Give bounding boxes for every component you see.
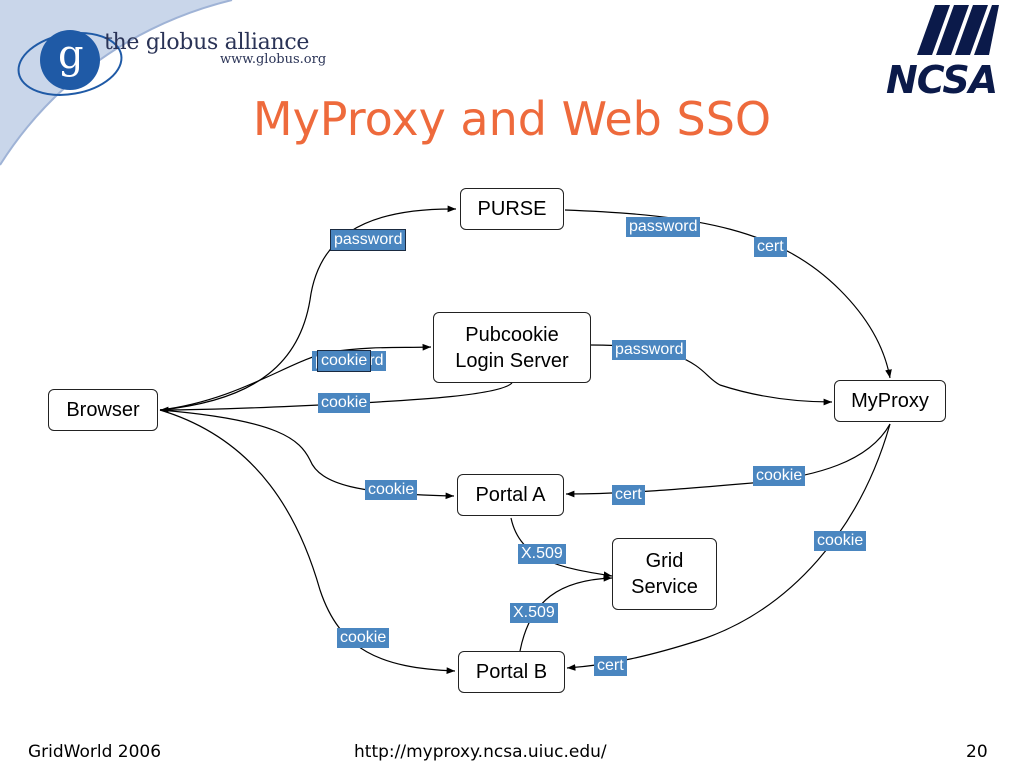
edge-browser-purse	[159, 205, 457, 411]
label-myproxy-portal-b-cert: cert	[594, 656, 627, 676]
edge-purse-myproxy	[564, 209, 892, 379]
footer-url[interactable]: http://myproxy.ncsa.uiuc.edu/	[354, 742, 607, 762]
label-myproxy-portal-b-cookie: cookie	[814, 531, 867, 551]
label-myproxy-portal-a-cert: cert	[612, 485, 645, 505]
ncsa-logo-text: NCSA	[886, 58, 998, 102]
node-myproxy: MyProxy	[834, 380, 946, 422]
node-pubcookie-login-server: Pubcookie Login Server	[433, 312, 591, 383]
label-browser-portal-b-cookie: cookie	[337, 628, 390, 648]
node-grid-service: Grid Service	[612, 538, 717, 610]
globus-logo-text: the globus alliance	[104, 30, 310, 55]
globus-logo-letter: g	[58, 32, 84, 78]
label-portal-a-grid-x509: X.509	[518, 544, 566, 564]
label-browser-purse-password: password	[329, 229, 407, 251]
globus-logo-url: www.globus.org	[220, 52, 327, 67]
edge-browser-portal-b	[159, 409, 456, 675]
edge-myproxy-portal-a	[565, 423, 891, 498]
label-purse-myproxy-cert: cert	[754, 237, 787, 257]
edge-portal-b-grid	[519, 574, 613, 652]
header-swoosh-edge	[0, 0, 233, 166]
label-purse-myproxy-password: password	[626, 217, 701, 237]
node-purse: PURSE	[460, 188, 564, 230]
footer-left: GridWorld 2006	[28, 742, 162, 762]
ncsa-logo-icon	[917, 5, 999, 55]
edge-browser-pubcookie	[159, 343, 432, 411]
header-graphics	[0, 0, 999, 166]
node-portal-a: Portal A	[457, 474, 564, 516]
label-portal-b-grid-x509: X.509	[510, 603, 558, 623]
label-browser-pubcookie-cookie: cookie	[316, 350, 372, 372]
label-myproxy-portal-a-cookie: cookie	[753, 466, 806, 486]
node-portal-b: Portal B	[458, 651, 565, 693]
footer-page-number: 20	[966, 742, 988, 762]
node-browser: Browser	[48, 389, 158, 431]
slide-title: MyProxy and Web SSO	[252, 92, 772, 146]
label-pubcookie-browser-cookie: cookie	[318, 393, 371, 413]
globus-logo-icon	[17, 30, 123, 96]
label-pubcookie-myproxy-password: password	[612, 340, 687, 360]
label-browser-portal-a-cookie: cookie	[365, 480, 418, 500]
